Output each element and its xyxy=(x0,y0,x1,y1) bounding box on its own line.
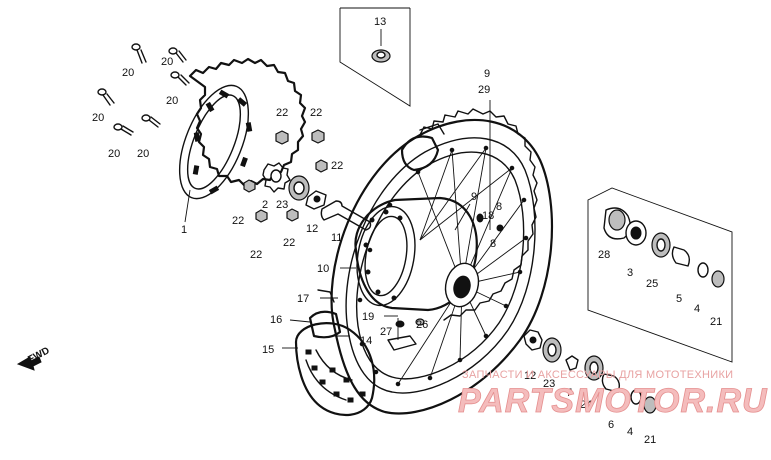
callout-21: 21 xyxy=(710,316,722,328)
callout-28: 28 xyxy=(598,249,610,261)
callout-29: 29 xyxy=(478,84,490,96)
leader-lines xyxy=(184,100,491,349)
callout-8: 8 xyxy=(490,238,496,250)
callout-12: 12 xyxy=(306,223,318,235)
sprocket-bolts xyxy=(97,43,190,136)
callout-22: 22 xyxy=(232,215,244,227)
callout-22: 22 xyxy=(331,160,343,172)
sprocket-hub-parts xyxy=(262,162,372,231)
callout-6: 6 xyxy=(608,419,614,431)
callout-20: 20 xyxy=(161,56,173,68)
callout-4: 4 xyxy=(627,426,633,438)
watermark-tagline: ЗАПЧАСТИ И АКСЕССУАРЫ ДЛЯ МОТОТЕХНИКИ xyxy=(462,369,733,381)
callout-22: 22 xyxy=(250,249,262,261)
part-13-detail-box xyxy=(339,7,411,107)
sprocket-nuts xyxy=(243,129,328,223)
part-28-detail-box xyxy=(587,187,733,363)
callout-1: 1 xyxy=(181,224,187,236)
callout-23: 23 xyxy=(276,199,288,211)
brake-panel xyxy=(294,289,425,417)
callout-22: 22 xyxy=(276,107,288,119)
rear-sprocket xyxy=(178,57,307,200)
callout-10: 10 xyxy=(317,263,329,275)
callout-22: 22 xyxy=(310,107,322,119)
callout-12: 12 xyxy=(524,370,536,382)
callout-20: 20 xyxy=(108,148,120,160)
callout-15: 15 xyxy=(262,344,274,356)
callout-22: 22 xyxy=(283,237,295,249)
watermark-brand: PARTSMOTOR.RU xyxy=(458,382,768,420)
callout-labels: 13 20 20 20 20 20 20 22 22 22 22 22 22 2… xyxy=(92,16,722,446)
callout-25: 25 xyxy=(646,278,658,290)
callout-20: 20 xyxy=(122,67,134,79)
callout-11: 11 xyxy=(331,232,342,244)
axle-spacer-stack xyxy=(523,329,657,414)
callout-20: 20 xyxy=(137,148,149,160)
callout-20: 20 xyxy=(92,112,104,124)
callout-27: 27 xyxy=(380,326,392,338)
callout-19: 19 xyxy=(362,311,374,323)
callout-9: 9 xyxy=(484,68,490,80)
callout-16: 16 xyxy=(270,314,282,326)
callout-20: 20 xyxy=(166,95,178,107)
callout-14: 14 xyxy=(360,335,372,347)
callout-7: 7 xyxy=(566,387,572,399)
callout-3: 3 xyxy=(627,267,633,279)
callout-9: 9 xyxy=(471,191,477,203)
callout-5: 5 xyxy=(676,293,682,305)
callout-23: 23 xyxy=(543,378,555,390)
callout-13: 13 xyxy=(374,16,386,28)
callout-4: 4 xyxy=(694,303,700,315)
callout-17: 17 xyxy=(297,293,309,305)
watermark: ЗАПЧАСТИ И АКСЕССУАРЫ ДЛЯ МОТОТЕХНИКИ PA… xyxy=(458,369,768,420)
callout-26: 26 xyxy=(416,319,428,331)
callout-24: 24 xyxy=(580,399,592,411)
callout-2: 2 xyxy=(262,199,268,211)
callout-18: 18 xyxy=(482,210,494,222)
callout-21: 21 xyxy=(644,434,656,446)
fwd-arrow: FWD xyxy=(16,345,52,371)
callout-8: 8 xyxy=(496,201,502,213)
rear-wheel xyxy=(330,108,553,415)
